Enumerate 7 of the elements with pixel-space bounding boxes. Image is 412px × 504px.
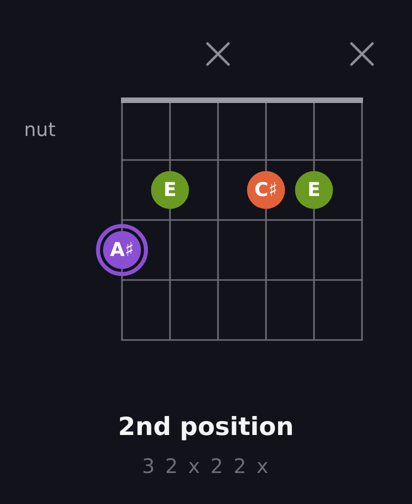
position-title: 2nd position bbox=[118, 412, 294, 441]
root-note-dot: A♯ bbox=[96, 224, 148, 276]
note-dot: E bbox=[151, 171, 189, 209]
note-dot: E bbox=[295, 171, 333, 209]
nut-label: nut bbox=[24, 119, 56, 141]
note-dot: C♯ bbox=[247, 171, 285, 209]
fingering-text: 3 2 x 2 2 x bbox=[142, 454, 270, 478]
